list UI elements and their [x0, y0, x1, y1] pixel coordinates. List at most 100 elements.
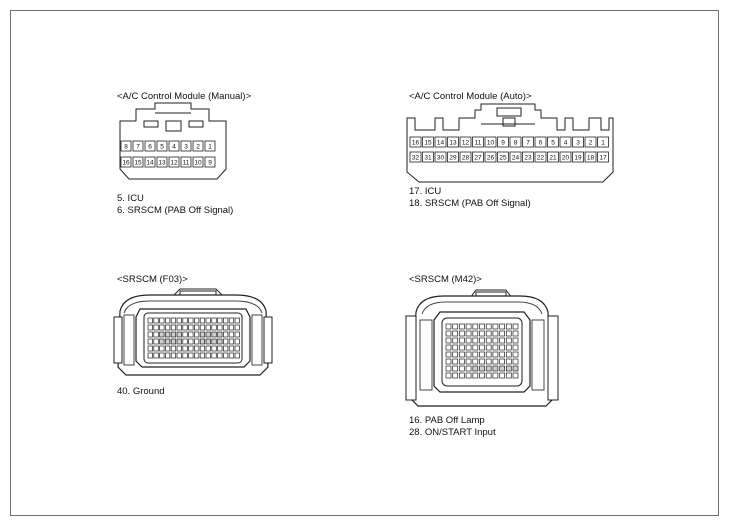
pin-cell	[497, 136, 509, 148]
pin-cell	[204, 140, 216, 152]
pin-cavity	[194, 331, 200, 338]
pin-cavity	[485, 358, 492, 365]
pin-cavity	[445, 365, 452, 372]
pin-cavity	[479, 351, 485, 358]
pin-cavity	[217, 331, 223, 338]
pin-cavity	[465, 323, 472, 330]
pin-cavity	[499, 330, 505, 337]
pin-cavity	[176, 317, 182, 324]
pin-cavity	[479, 365, 485, 372]
pin-cell	[522, 151, 534, 163]
pin-cavity	[499, 372, 505, 379]
pin-cavity	[465, 330, 472, 337]
pin-cavity	[165, 331, 171, 338]
pin-number: 9	[501, 140, 505, 147]
pin-cavity	[452, 344, 459, 351]
pin-cell	[168, 156, 180, 168]
pin-cell	[422, 151, 434, 163]
pin-number: 23	[524, 155, 532, 162]
pin-cavity	[234, 331, 240, 338]
pin-cell	[572, 136, 584, 148]
pin-cavity	[165, 324, 171, 331]
pin-cavity	[199, 317, 206, 324]
pin-cavity	[459, 344, 465, 351]
pin-cavity	[188, 345, 194, 352]
pin-cavity	[492, 365, 499, 372]
pin-label: 5. ICU	[117, 193, 144, 204]
pin-cavity	[153, 317, 159, 324]
pin-cavity	[182, 345, 188, 352]
pin-cell	[434, 136, 447, 148]
pin-cavity	[459, 358, 465, 365]
pin-number: 15	[424, 140, 432, 147]
pin-number: 21	[549, 155, 557, 162]
connector-srscm-m42	[405, 289, 559, 407]
pin-cavity	[479, 330, 485, 337]
pin-number: 7	[136, 144, 140, 151]
pin-cell	[409, 151, 422, 163]
pin-number: 17	[599, 155, 607, 162]
pin-cell	[447, 151, 459, 163]
pin-number: 1	[208, 144, 212, 151]
pin-cell	[156, 140, 168, 152]
pin-number: 24	[512, 155, 520, 162]
pin-cavity	[199, 345, 206, 352]
pin-number: 8	[124, 144, 128, 151]
pin-cavity	[472, 323, 479, 330]
pin-cell	[559, 151, 572, 163]
pin-cavity	[234, 317, 240, 324]
pin-cavity	[188, 338, 194, 345]
pin-label: 17. ICU	[409, 186, 442, 197]
pin-cavity	[492, 372, 499, 379]
pin-cavity	[211, 331, 217, 338]
pin-number: 20	[562, 155, 570, 162]
pin-cavity	[492, 337, 499, 344]
pin-cavity	[228, 345, 235, 352]
pin-cavity	[452, 351, 459, 358]
pin-cavity	[217, 345, 223, 352]
pin-cavity	[505, 337, 512, 344]
pin-cavity	[479, 358, 485, 365]
pin-number: 2	[589, 140, 593, 147]
pin-cell	[180, 156, 192, 168]
pin-cavity	[170, 338, 177, 345]
pin-cavity	[505, 358, 512, 365]
pin-number: 15	[134, 160, 142, 167]
pin-cavity	[170, 331, 177, 338]
pin-cell	[132, 140, 144, 152]
pin-cavity	[459, 351, 465, 358]
pin-list-srscm-m42: 16. PAB Off Lamp 28. ON/START Input	[409, 415, 496, 439]
pin-number: 7	[526, 140, 530, 147]
pin-cavity	[505, 330, 512, 337]
pin-cavity	[170, 345, 177, 352]
pin-cell	[472, 136, 484, 148]
pin-cell	[509, 151, 522, 163]
pin-cavity	[194, 338, 200, 345]
pin-cell	[484, 151, 497, 163]
pin-number: 4	[172, 144, 176, 151]
pin-cell	[572, 151, 584, 163]
pin-cell	[120, 140, 132, 152]
pin-cavity	[505, 372, 512, 379]
pin-cell	[497, 151, 509, 163]
pin-label: 16. PAB Off Lamp	[409, 415, 485, 426]
pin-cavity	[165, 338, 171, 345]
pin-cavity	[223, 324, 229, 331]
pin-cavity	[205, 331, 211, 338]
pin-number: 26	[487, 155, 495, 162]
pin-cavity	[165, 345, 171, 352]
pin-cavity	[452, 365, 459, 372]
pin-cavity	[211, 317, 217, 324]
pin-list-srscm-f03: 40. Ground	[117, 386, 165, 398]
pin-cell	[522, 136, 534, 148]
pin-cell	[459, 151, 472, 163]
pin-cavity	[188, 324, 194, 331]
pin-cavity	[182, 352, 188, 359]
pin-cavity	[512, 351, 519, 358]
pin-cell	[120, 156, 132, 168]
pin-number: 12	[462, 140, 470, 147]
pin-cavity	[165, 317, 171, 324]
pin-cavity	[176, 324, 182, 331]
pin-cavity	[445, 372, 452, 379]
pin-cavity	[153, 338, 159, 345]
